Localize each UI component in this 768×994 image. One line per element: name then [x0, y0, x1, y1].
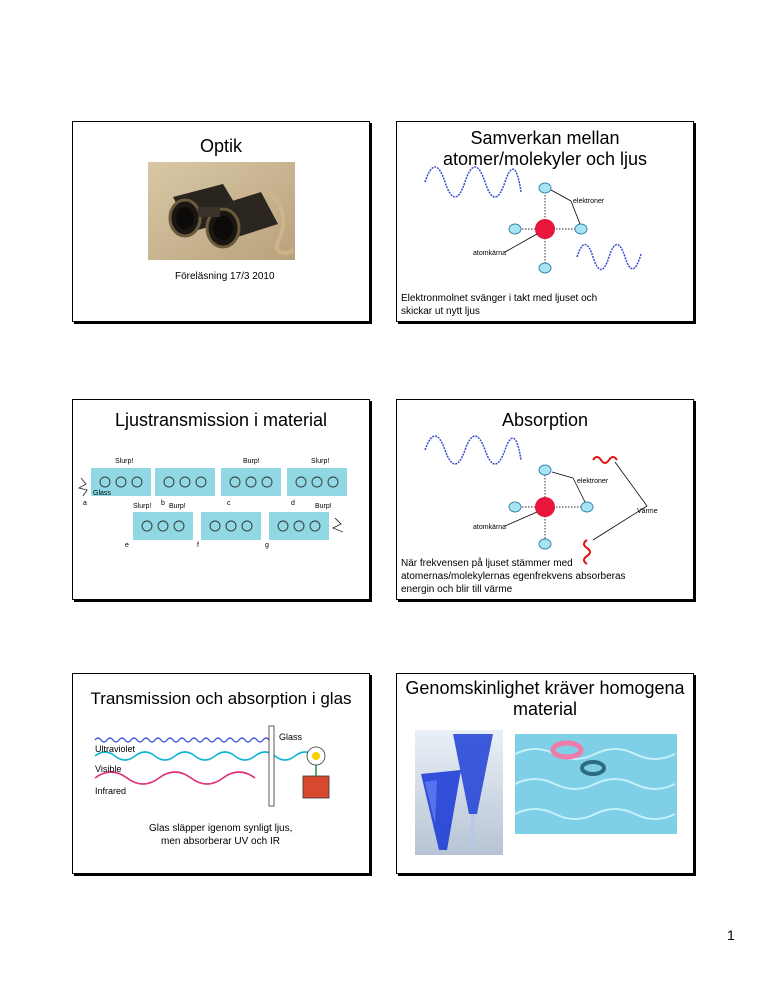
slide-genomskinlighet: Genomskinlighet kräver homogena material: [396, 673, 694, 874]
label-glass: Glass: [93, 490, 111, 497]
slide-title-line1: Samverkan mellan: [470, 128, 620, 148]
label-electrons: elektroner: [573, 198, 605, 205]
panel-letter-f: f: [197, 542, 199, 549]
panel-letter-d: d: [291, 500, 295, 507]
slide-caption: Föreläsning 17/3 2010: [175, 271, 275, 282]
label-heat: Värme: [637, 508, 658, 515]
pool-photo: [514, 734, 677, 834]
slide-title: Transmission och absorption i glas: [90, 689, 352, 708]
label-nucleus: atomkärna: [473, 250, 507, 257]
slide-title-line2: atomer/molekyler och ljus: [442, 149, 648, 169]
sound-word-6: Burp!: [315, 503, 332, 510]
sound-word-4: Slurp!: [133, 503, 152, 510]
page-number: 1: [727, 927, 735, 943]
atom-diagram: [424, 166, 642, 274]
slide-title-line2: material: [512, 699, 578, 719]
glass-cones-photo: [415, 730, 503, 855]
sound-word-1: Slurp!: [115, 458, 134, 465]
slide-title: Optik: [199, 136, 242, 156]
caption-line1: Elektronmolnet svänger i takt med ljuset…: [401, 293, 598, 304]
sound-word-5: Burp!: [169, 503, 186, 510]
label-ir: Infrared: [95, 786, 127, 796]
panel-letter-c: c: [227, 500, 231, 507]
caption-line1: Glas släpper igenom synligt ljus,: [149, 823, 293, 834]
transmission-cartoon: [77, 468, 347, 540]
sound-word-2: Burp!: [243, 458, 260, 465]
caption-line2: atomernas/molekylernas egenfrekvens abso…: [401, 571, 626, 582]
slide-optik: Optik Föreläsning 17/3 2010: [72, 121, 370, 322]
caption-line1: När frekvensen på ljuset stämmer med: [401, 558, 573, 569]
glass-spectrum-diagram: [94, 725, 330, 807]
panel-letter-g: g: [265, 542, 269, 549]
caption-line2: men absorberar UV och IR: [161, 836, 280, 847]
label-uv: Ultraviolet: [95, 744, 136, 754]
panel-letter-e: e: [125, 542, 129, 549]
slide-title: Absorption: [501, 410, 589, 430]
panel-letter-b: b: [161, 500, 165, 507]
binoculars-photo: [148, 162, 295, 260]
slide-title-line1: Genomskinlighet kräver homogena: [405, 678, 685, 698]
slide-absorption: Absorption elektroner atomkärna Värme Nä…: [396, 399, 694, 600]
slide-glas: Transmission och absorption i glas Ultra…: [72, 673, 370, 874]
label-glass: Glass: [279, 732, 303, 742]
slide-ljustransmission: Ljustransmission i material Glass Slurp!…: [72, 399, 370, 600]
caption-line3: energin och blir till värme: [401, 584, 513, 595]
panel-letter-a: a: [83, 500, 87, 507]
label-electrons: elektroner: [577, 478, 609, 485]
absorption-diagram: [424, 435, 648, 565]
sound-word-3: Slurp!: [311, 458, 330, 465]
caption-line2: skickar ut nytt ljus: [401, 306, 480, 317]
label-nucleus: atomkärna: [473, 524, 507, 531]
slide-title: Ljustransmission i material: [114, 410, 328, 430]
slide-samverkan: Samverkan mellan atomer/molekyler och lj…: [396, 121, 694, 322]
label-visible: Visible: [95, 764, 122, 774]
